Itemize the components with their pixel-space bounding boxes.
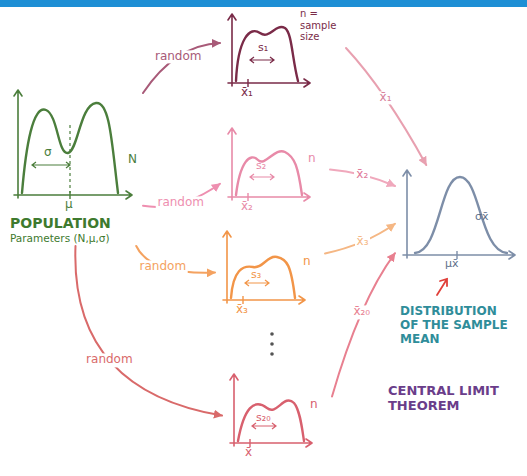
sample-size-label: n bbox=[303, 255, 311, 269]
population-plot: σ μ N POPULATIONParameters (N,μ,σ) bbox=[8, 85, 143, 246]
flow-arrow bbox=[325, 224, 395, 254]
plot-illustration bbox=[220, 122, 330, 217]
sample-mean-label: x̄ bbox=[245, 446, 252, 460]
sample-sd-label: s₁ bbox=[258, 42, 268, 55]
edge-label: x̄₃ bbox=[355, 235, 371, 248]
sample-size-note: n = sample size bbox=[300, 8, 344, 43]
sample-plot: s₂ n x̄₂ bbox=[220, 122, 330, 217]
sample-mean-label: x̄₃ bbox=[236, 303, 248, 317]
sample-mean-mu-label: μx̄ bbox=[445, 258, 459, 271]
ellipsis-dot bbox=[270, 332, 274, 336]
edge-label: random bbox=[138, 261, 189, 274]
distribution-heading: DISTRIBUTION OF THE SAMPLE MEAN bbox=[400, 305, 518, 346]
sample-mean-sd-label: σx̄ bbox=[475, 211, 488, 224]
ellipsis-dot bbox=[270, 342, 274, 346]
sample-size-label: n bbox=[310, 398, 318, 412]
plot-illustration bbox=[222, 368, 332, 463]
ellipsis-dot bbox=[270, 352, 274, 356]
flow-arrow bbox=[346, 48, 426, 165]
edge-label: x̄₂₀ bbox=[351, 306, 372, 319]
parameters-note: Parameters (N,μ,σ) bbox=[10, 232, 110, 244]
sigma-label: σ bbox=[44, 146, 52, 160]
sample-sd-label: s₂₀ bbox=[256, 412, 271, 425]
population-heading: POPULATION bbox=[10, 215, 111, 231]
sample-plot: s₂₀ n x̄ bbox=[222, 368, 332, 463]
mu-label: μ bbox=[65, 198, 73, 212]
sample-sd-label: s₂ bbox=[256, 160, 266, 173]
top-bar bbox=[0, 0, 527, 7]
edge-label: x̄₁ bbox=[378, 92, 394, 105]
theorem-label: CENTRAL LIMIT THEOREM bbox=[388, 384, 520, 414]
plot-illustration bbox=[215, 225, 325, 320]
sample-sd-label: s₃ bbox=[251, 269, 261, 282]
sampling-distribution-plot: σx̄ μx̄ DISTRIBUTION OF THE SAMPLE MEAN bbox=[395, 165, 520, 375]
edge-label: random bbox=[84, 354, 135, 367]
sample-plot: s₃ n x̄₃ bbox=[215, 225, 325, 320]
flow-arrow bbox=[75, 246, 222, 416]
flow-arrow bbox=[143, 43, 220, 93]
sample-mean-label: x̄₁ bbox=[241, 86, 253, 100]
sample-size-label: n bbox=[308, 152, 316, 166]
edge-label: x̄₂ bbox=[354, 168, 370, 181]
edge-label: random bbox=[155, 197, 206, 210]
sample-plot: n = sample size s₁ x̄₁ bbox=[220, 8, 346, 108]
sample-mean-label: x̄₂ bbox=[241, 200, 253, 214]
flow-arrow bbox=[332, 253, 395, 396]
edge-label: random bbox=[153, 50, 204, 63]
size-label: N bbox=[128, 153, 137, 167]
